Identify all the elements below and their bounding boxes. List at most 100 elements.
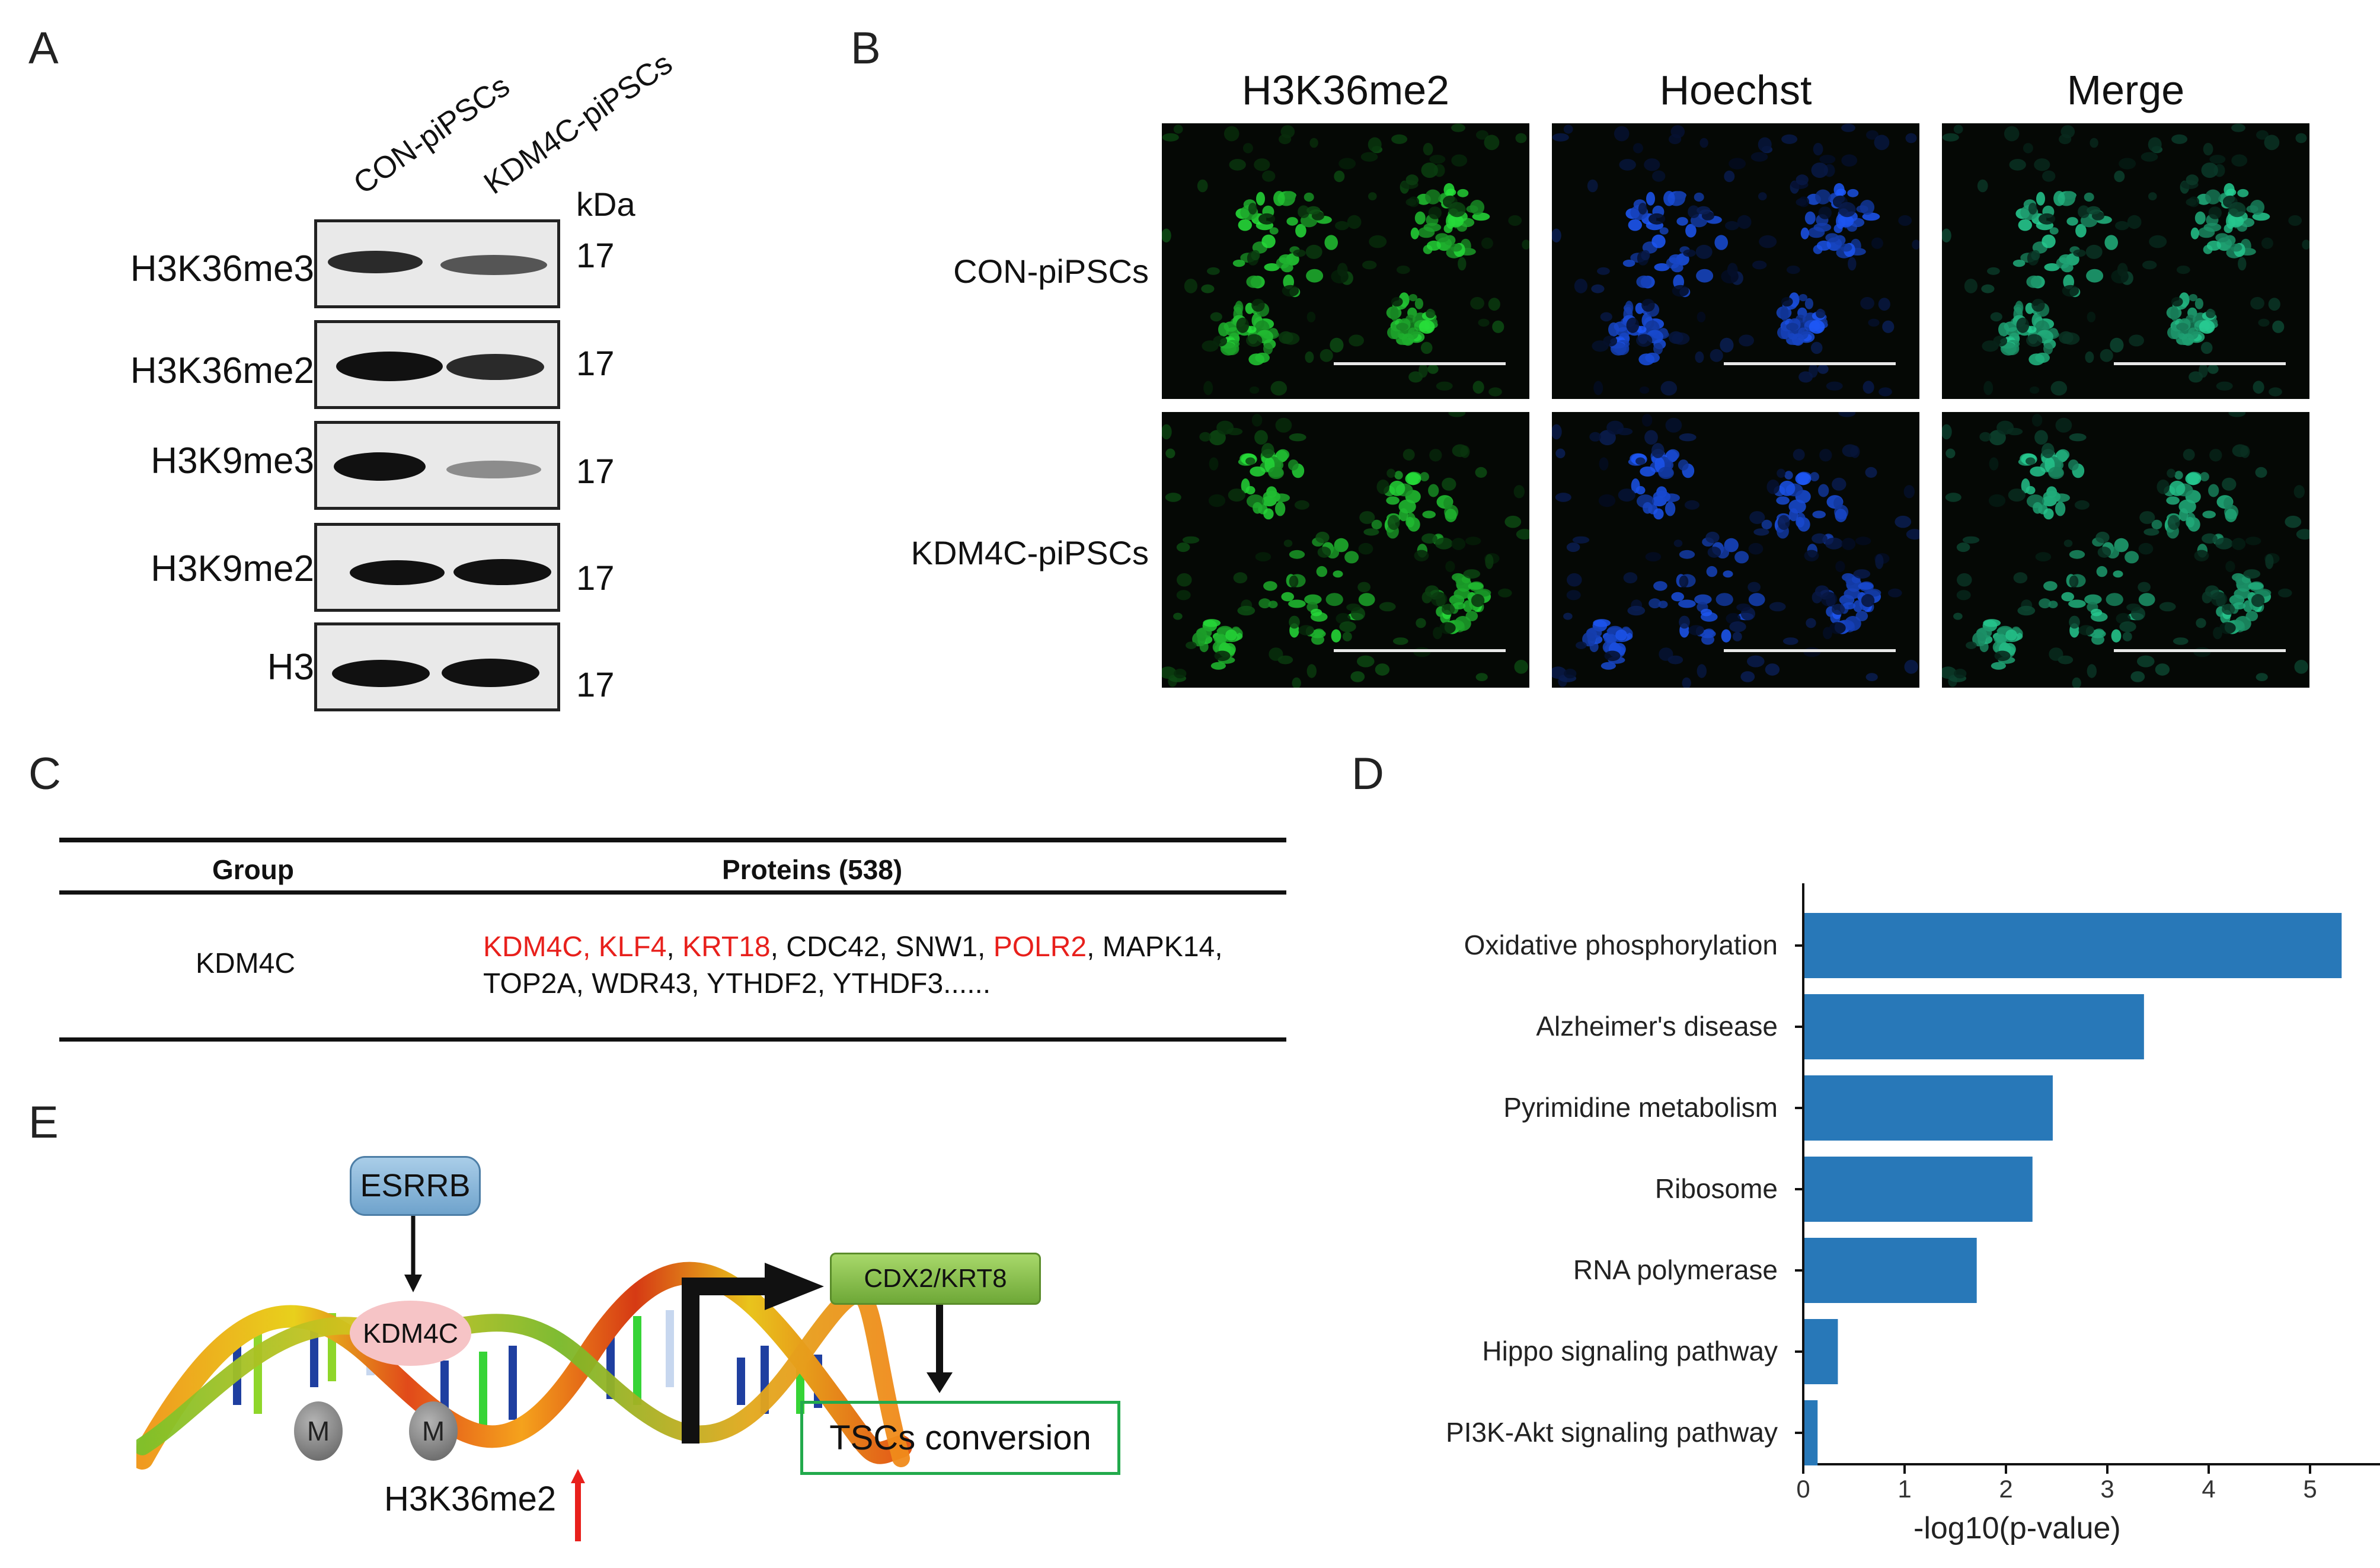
cell-nucleus (1368, 192, 1377, 200)
cell-nucleus (2057, 451, 2068, 462)
cell-nucleus (1860, 296, 1874, 310)
cell-nucleus (2293, 485, 2305, 499)
cell-nucleus (1841, 154, 1858, 167)
cell-nucleus (1277, 451, 1288, 462)
cell-nucleus (1306, 206, 1321, 215)
cell-nucleus (1818, 206, 1832, 219)
cell-nucleus (2208, 364, 2219, 374)
cell-nucleus (1695, 351, 1704, 363)
cell-nucleus (1806, 618, 1816, 628)
cell-nucleus (1258, 213, 1276, 225)
cell-nucleus (1633, 143, 1643, 154)
cell-nucleus (1829, 622, 1846, 634)
cell-nucleus (1804, 298, 1813, 309)
cell-nucleus (1842, 444, 1858, 457)
cell-nucleus (1470, 296, 1484, 310)
cell-nucleus (1606, 420, 1624, 435)
cell-nucleus (1566, 590, 1581, 601)
cell-nucleus (1729, 158, 1746, 170)
row-header-con: CON-piPSCs (953, 253, 1149, 290)
cell-nucleus (1835, 509, 1847, 522)
cell-nucleus (1825, 537, 1843, 550)
cell-nucleus (1990, 312, 2002, 322)
cell-nucleus (2110, 337, 2124, 353)
cell-nucleus (1555, 448, 1566, 458)
cell-nucleus (2138, 593, 2155, 606)
blot-h3k36me2 (314, 320, 560, 409)
cell-nucleus (1673, 539, 1683, 547)
row-header-kdm4c: KDM4C-piPSCs (911, 534, 1149, 571)
cell-nucleus (1203, 381, 1213, 395)
cell-nucleus (1996, 420, 2014, 435)
cell-nucleus (1724, 170, 1735, 183)
cell-nucleus (1428, 484, 1439, 497)
cell-nucleus (1726, 613, 1741, 624)
cell-nucleus (2141, 152, 2158, 162)
cell-nucleus (2222, 603, 2235, 615)
cell-nucleus (1481, 237, 1493, 249)
cell-nucleus (1610, 341, 1627, 356)
cell-nucleus (2030, 466, 2046, 477)
cell-nucleus (2230, 243, 2242, 252)
cell-nucleus (1552, 133, 1569, 142)
cell-nucleus (2294, 660, 2308, 674)
cell-nucleus (1814, 585, 1829, 598)
cell-nucleus (1475, 673, 1488, 681)
cell-nucleus (2226, 189, 2237, 196)
cell-nucleus (1336, 613, 1351, 624)
cell-nucleus (1414, 211, 1426, 225)
cell-nucleus (2194, 211, 2206, 225)
cell-nucleus (1714, 235, 1728, 250)
cell-nucleus (2255, 467, 2267, 478)
cell-nucleus (1759, 235, 1777, 248)
cell-nucleus (1945, 493, 1961, 502)
cell-nucleus (1280, 125, 1295, 139)
cell-nucleus (1324, 235, 1338, 250)
cell-nucleus (1401, 333, 1414, 346)
cell-nucleus (1201, 284, 1215, 293)
kda-header: kDa (576, 186, 635, 223)
cell-nucleus (1262, 170, 1276, 182)
cell-nucleus (1605, 634, 1618, 643)
cell-nucleus (1292, 677, 1301, 688)
cell-nucleus (2100, 349, 2113, 362)
blot-label: H3 (267, 647, 314, 688)
cell-nucleus (2272, 320, 2285, 333)
cell-nucleus (1688, 205, 1700, 218)
cell-nucleus (1283, 539, 1293, 547)
cell-nucleus (2043, 490, 2061, 503)
cell-nucleus (1838, 202, 1856, 218)
cell-nucleus (1492, 320, 1504, 333)
cell-nucleus (2073, 249, 2086, 257)
cell-nucleus (2058, 331, 2074, 344)
cell-nucleus (1825, 233, 1839, 242)
cell-nucleus (1942, 228, 1951, 242)
cell-nucleus (1342, 631, 1352, 641)
cell-nucleus (1435, 537, 1453, 550)
cell-nucleus (2232, 602, 2246, 609)
cell-nucleus (1309, 138, 1318, 148)
cell-nucleus (2028, 203, 2037, 215)
cell-nucleus (2087, 206, 2101, 215)
cell-nucleus (1614, 126, 1630, 142)
cell-nucleus (2035, 552, 2052, 562)
dna-helix-diagram (136, 1212, 953, 1541)
cell-nucleus (2288, 215, 2302, 226)
cell-nucleus (1871, 237, 1883, 249)
cell-nucleus (1715, 593, 1733, 606)
cell-nucleus (1989, 457, 1999, 471)
cell-nucleus (2016, 317, 2030, 333)
cell-nucleus (1246, 334, 1263, 347)
cell-nucleus (2044, 263, 2060, 272)
cell-nucleus (1242, 143, 1253, 154)
cell-nucleus (2190, 227, 2199, 239)
cell-nucleus (1450, 243, 1462, 252)
cell-nucleus (2055, 417, 2072, 433)
cell-nucleus (1442, 603, 1455, 615)
cell-nucleus (1424, 585, 1439, 598)
bar (1804, 1400, 1818, 1465)
cell-nucleus (1782, 637, 1798, 645)
bar (1804, 1157, 2033, 1222)
cell-nucleus (1245, 457, 1256, 465)
category-label: Oxidative phosphorylation (1464, 930, 1778, 960)
